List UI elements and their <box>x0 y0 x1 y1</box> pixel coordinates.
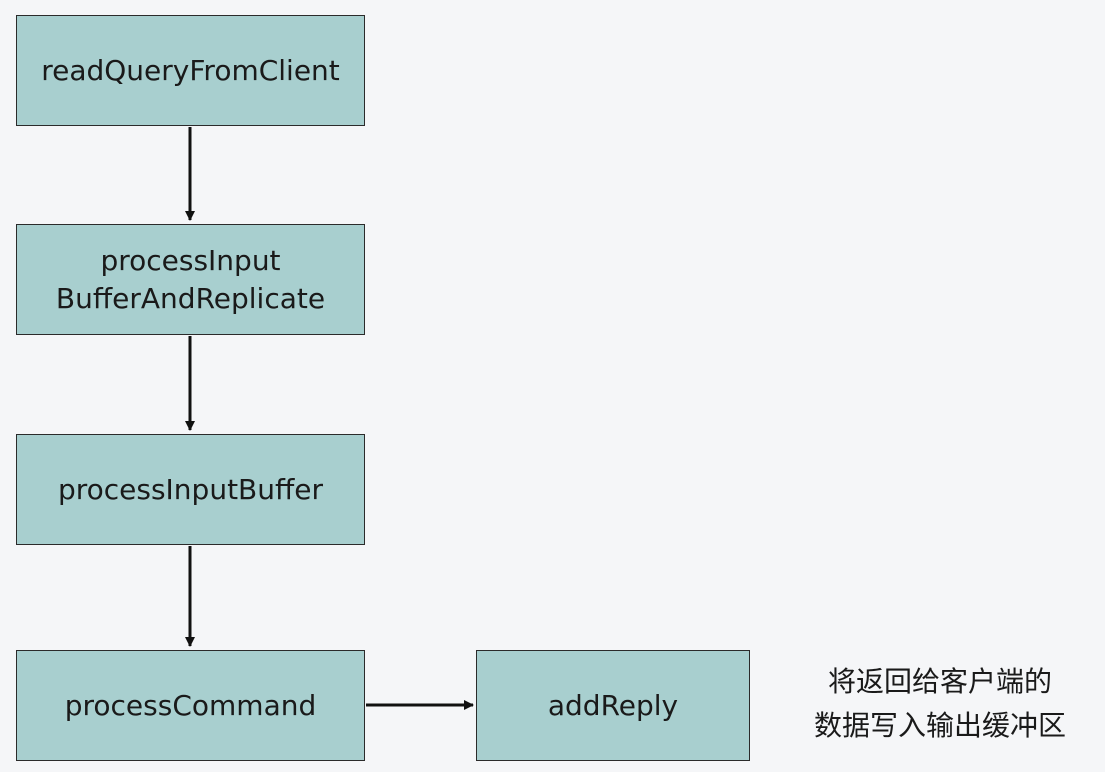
node-process-command: processCommand <box>16 650 365 761</box>
node-add-reply: addReply <box>476 650 750 761</box>
node-label: processInputBuffer <box>57 472 324 506</box>
node-label-line1: processInput <box>100 243 281 277</box>
node-process-input-buffer: processInputBuffer <box>16 434 365 545</box>
add-reply-annotation: 将返回给客户端的 数据写入输出缓冲区 <box>790 660 1090 748</box>
node-label: addReply <box>547 688 679 722</box>
node-process-input-buffer-and-replicate: processInput BufferAndReplicate <box>16 224 365 335</box>
node-read-query-from-client: readQueryFromClient <box>16 15 365 126</box>
annotation-line2: 数据写入输出缓冲区 <box>813 709 1066 742</box>
node-label-line2: BufferAndReplicate <box>55 281 326 315</box>
node-label: processCommand <box>64 688 317 722</box>
annotation-line1: 将返回给客户端的 <box>827 665 1052 698</box>
node-label: readQueryFromClient <box>41 53 340 87</box>
